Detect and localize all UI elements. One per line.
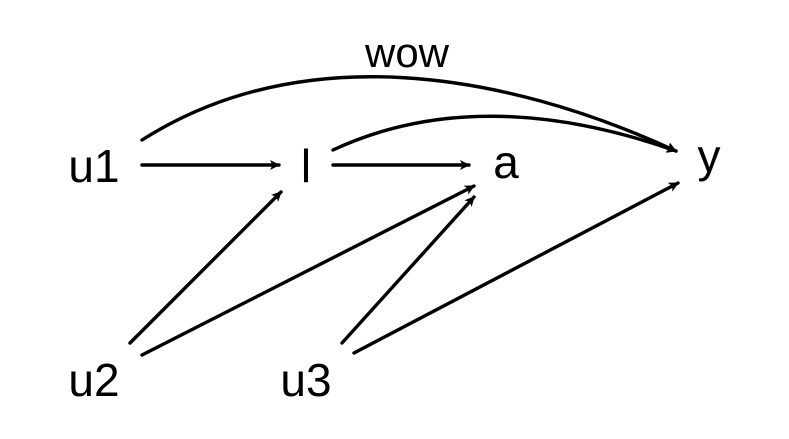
node-u3: u3 [280,354,331,406]
nodes: u1 l a y u2 u3 [68,130,720,406]
edge-l-y [331,114,678,153]
edge-label-wow: wow [364,29,450,76]
node-a: a [493,136,519,188]
edges [128,75,680,357]
node-y: y [698,130,721,182]
node-u2: u2 [68,354,119,406]
node-u1: u1 [68,140,119,192]
edge-u1-y [140,75,678,153]
edge-u3-y [352,181,680,355]
node-l: l [301,140,311,192]
edge-u2-l [128,190,283,345]
edge-u2-a [140,184,476,357]
edge-u3-a [340,195,476,345]
